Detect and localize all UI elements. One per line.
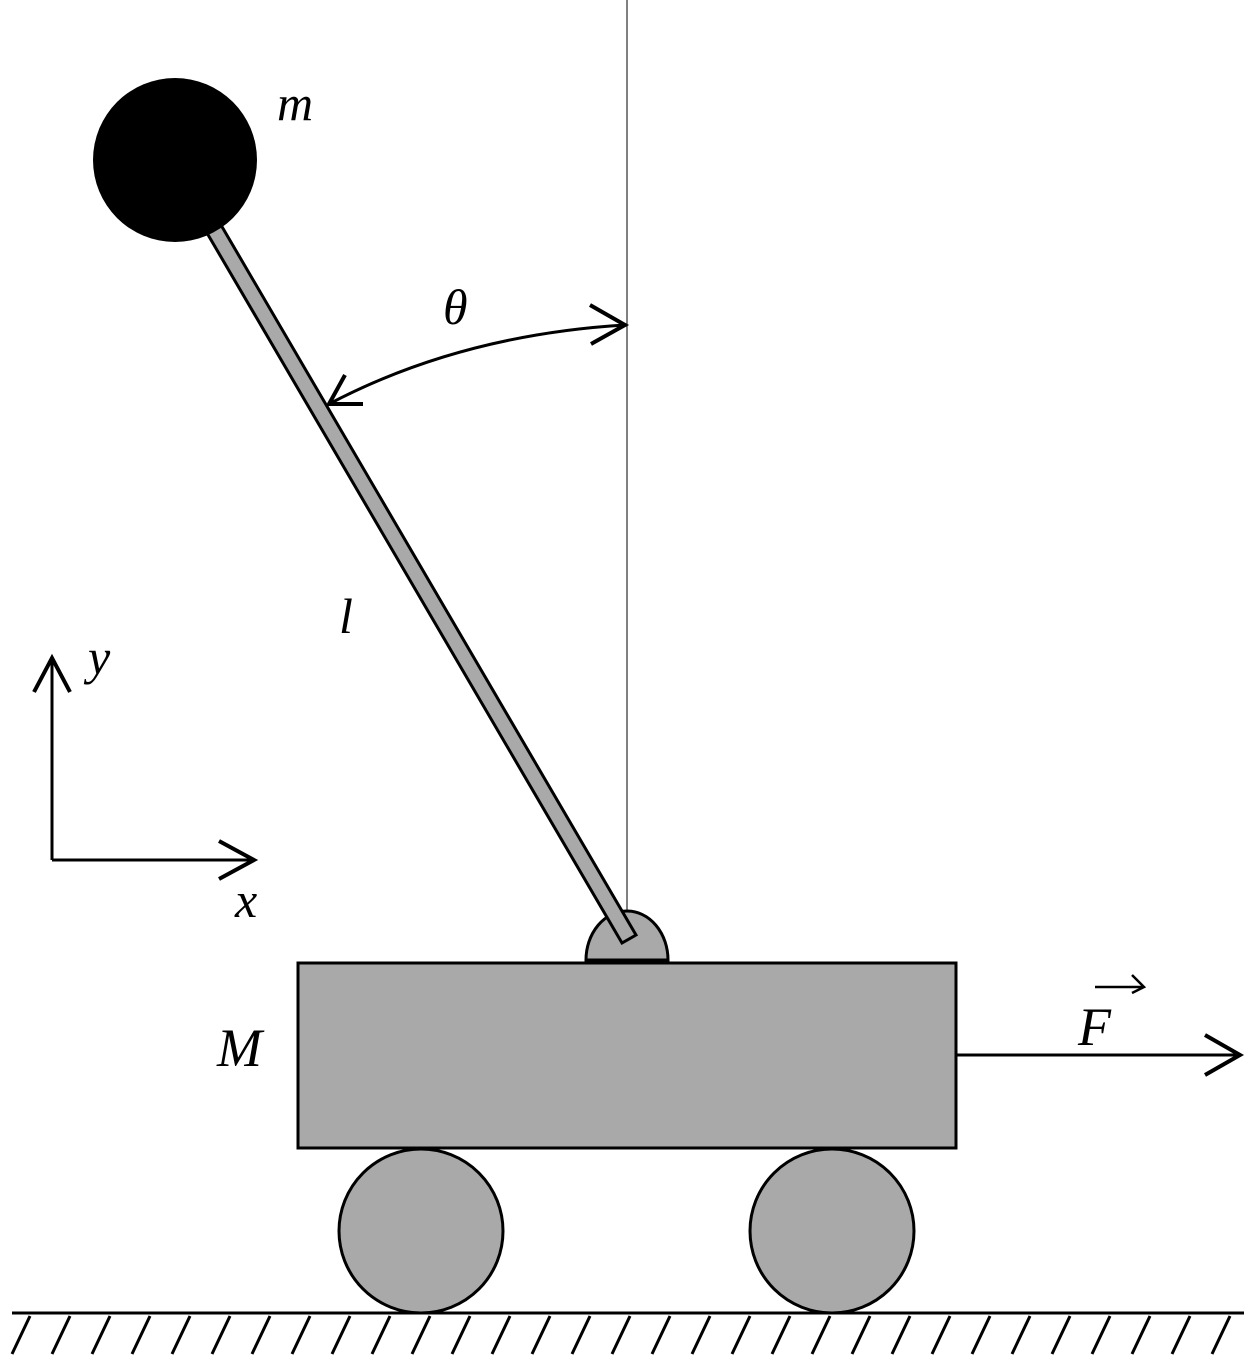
ground-hatch-stroke bbox=[90, 1315, 112, 1355]
pendulum-rod bbox=[204, 222, 639, 946]
cart-wheel-right bbox=[748, 1147, 916, 1315]
pendulum-bob bbox=[93, 78, 257, 242]
ground-hatch-stroke bbox=[530, 1315, 552, 1355]
force-label: F bbox=[1077, 997, 1112, 1057]
x-axis-label: x bbox=[234, 872, 257, 928]
ground-hatch-stroke bbox=[930, 1315, 952, 1355]
angle-label: θ bbox=[443, 279, 468, 335]
y-axis-label: y bbox=[83, 629, 111, 685]
ground-hatch-stroke bbox=[1010, 1315, 1032, 1355]
coordinate-axes bbox=[32, 653, 259, 881]
pendulum-mass-label: m bbox=[277, 75, 313, 131]
ground-hatch-stroke bbox=[1130, 1315, 1152, 1355]
ground-hatch-stroke bbox=[650, 1315, 672, 1355]
ground-hatch-stroke bbox=[290, 1315, 312, 1355]
ground-hatch-stroke bbox=[130, 1315, 152, 1355]
force-vector-arrow-icon bbox=[1095, 974, 1147, 995]
angle-arc bbox=[328, 323, 626, 406]
ground-hatch-stroke bbox=[850, 1315, 872, 1355]
ground-hatch-stroke bbox=[410, 1315, 432, 1355]
ground-hatch-stroke bbox=[1170, 1315, 1192, 1355]
cart-mass-label: M bbox=[216, 1018, 265, 1078]
ground-hatch-stroke bbox=[330, 1315, 352, 1355]
ground-hatch-stroke bbox=[770, 1315, 792, 1355]
ground-hatch-stroke bbox=[490, 1315, 512, 1355]
ground-hatch-stroke bbox=[250, 1315, 272, 1355]
ground-hatch-stroke bbox=[610, 1315, 632, 1355]
ground-hatch-stroke bbox=[370, 1315, 392, 1355]
cart-body bbox=[296, 961, 958, 1150]
ground-hatch-stroke bbox=[690, 1315, 712, 1355]
rod-length-label: l bbox=[339, 588, 353, 644]
ground-hatch-stroke bbox=[810, 1315, 832, 1355]
ground-hatch-stroke bbox=[50, 1315, 72, 1355]
ground-hatch-stroke bbox=[890, 1315, 912, 1355]
ground-hatch-stroke bbox=[970, 1315, 992, 1355]
ground-hatch-stroke bbox=[10, 1315, 32, 1355]
angle-arrowhead-left bbox=[325, 374, 363, 406]
ground-hatching bbox=[10, 1315, 1232, 1355]
force-arrowhead bbox=[1204, 1033, 1245, 1077]
ground-hatch-stroke bbox=[1050, 1315, 1072, 1355]
ground-hatch-stroke bbox=[570, 1315, 592, 1355]
ground-hatch-stroke bbox=[730, 1315, 752, 1355]
ground-hatch-stroke bbox=[450, 1315, 472, 1355]
angle-arrowhead-right bbox=[589, 303, 630, 346]
ground-hatch-stroke bbox=[170, 1315, 192, 1355]
ground-hatch-stroke bbox=[1090, 1315, 1112, 1355]
ground-hatch-stroke bbox=[210, 1315, 232, 1355]
ground-hatch-stroke bbox=[1210, 1315, 1232, 1355]
cart-wheel-left bbox=[337, 1147, 505, 1315]
